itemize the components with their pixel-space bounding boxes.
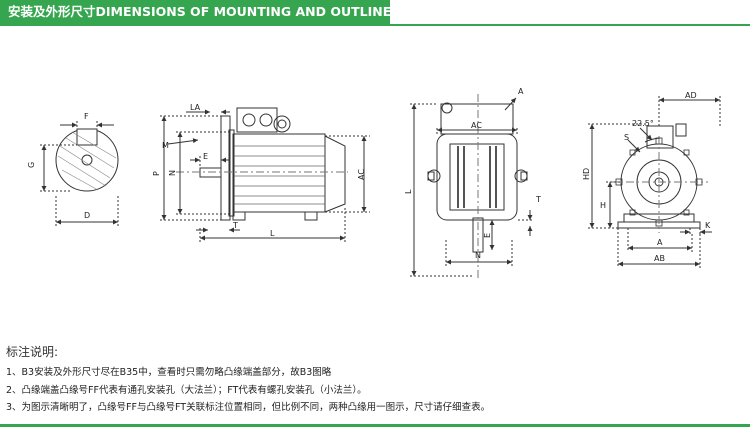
dim-label-s: S (624, 133, 629, 142)
dim-label-g: G (27, 162, 36, 168)
dim-label-e-side: E (203, 152, 208, 161)
header-rule (0, 24, 750, 26)
dim-label-angle: 22.5° (632, 119, 654, 128)
dim-label-t-front: T (535, 195, 541, 204)
dim-label-t-side: T (232, 221, 238, 230)
front-view (410, 94, 534, 280)
dim-label-la: LA (190, 103, 201, 112)
dim-label-m: M (162, 141, 169, 150)
note-item-3: 3、为图示清晰明了，凸缘号FF与凸缘号FT关联标注位置相同，但比例不同，两种凸缘… (6, 402, 491, 413)
shaft-end-view (40, 121, 119, 226)
dim-label-e-front: E (483, 233, 492, 238)
note-item-1: 1、B3安装及外形尺寸尽在B35中，查看时只需勿略凸缘端盖部分，故B3图略 (6, 367, 332, 378)
side-view (160, 107, 370, 242)
dim-label-a-end: A (657, 238, 663, 247)
motor-outline-drawing: F G D LA M E P N T L AC A AC L T E N 22.… (27, 87, 721, 280)
section-header: 安装及外形尺寸DIMENSIONS OF MOUNTING AND OUTLIN… (0, 0, 391, 24)
dim-label-f: F (84, 112, 89, 121)
dim-label-n-front: N (475, 251, 481, 260)
end-view (588, 96, 721, 268)
dim-label-n-side: N (168, 170, 177, 176)
dim-label-k: K (705, 221, 711, 230)
dim-label-ad: AD (685, 91, 697, 100)
dim-label-l-side: L (270, 229, 275, 238)
dim-label-d: D (84, 211, 90, 220)
bottom-rule (0, 424, 750, 427)
dim-label-a-front: A (518, 87, 524, 96)
dim-label-h: H (600, 201, 606, 210)
dim-label-ac-front: AC (471, 121, 482, 130)
notes-title: 标注说明: (6, 345, 59, 359)
dim-label-l-front: L (404, 189, 413, 194)
dim-label-p: P (152, 171, 161, 176)
note-item-2: 2、凸缘端盖凸缘号FF代表有通孔安装孔（大法兰）；FT代表有螺孔安装孔（小法兰）… (6, 385, 367, 396)
dim-label-hd: HD (582, 168, 591, 180)
dim-label-ac-side: AC (357, 169, 366, 180)
dim-label-ab: AB (654, 254, 665, 263)
